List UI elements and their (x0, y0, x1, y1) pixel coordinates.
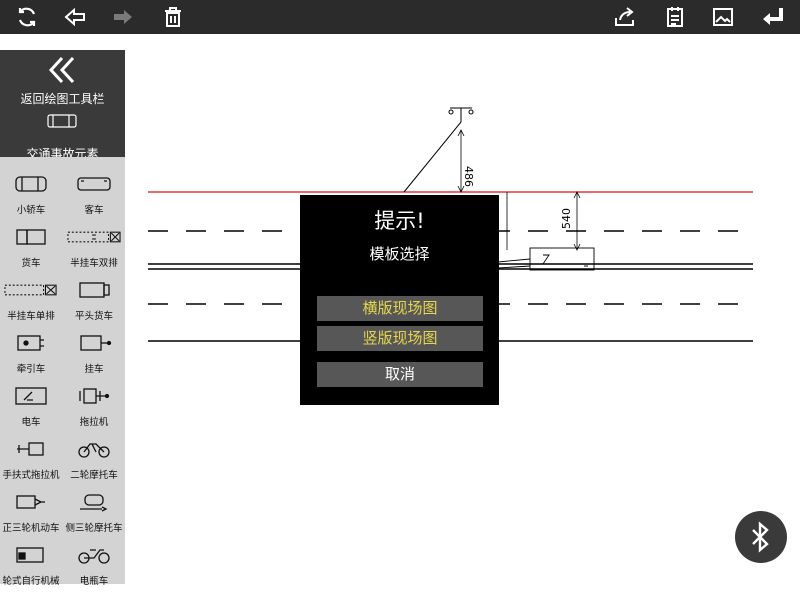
trash-icon (165, 7, 181, 27)
palette-label: 半挂车单排 (7, 311, 55, 322)
refresh-icon (18, 7, 36, 27)
e-bike-icon (78, 549, 110, 564)
palette-item-sidecar[interactable]: 侧三轮摩托车 (63, 485, 125, 537)
back-to-toolbar-label: 返回绘图工具栏 (20, 92, 105, 106)
palette-item-semi-double[interactable]: 半挂车双排 (63, 220, 125, 272)
top-toolbar (0, 0, 800, 34)
sidecar-motorcycle-icon (80, 494, 108, 512)
palette-label: 小轿车 (16, 205, 46, 216)
semi-trailer-double-icon (67, 231, 121, 243)
palette-item-bus[interactable]: 客车 (63, 167, 125, 219)
tractor-unit-icon (17, 335, 44, 351)
trailer-icon (80, 335, 112, 351)
dialog-title: 提示! (374, 209, 425, 233)
sedan-icon (15, 176, 47, 192)
dialog-subtitle: 模板选择 (369, 245, 430, 263)
vertical-template-button[interactable]: 竖版现场图 (317, 326, 483, 351)
vehicle-palette: 小轿车 客车 货车 半挂车双排 半挂车单排 平头货车 牵引车 挂车 电车 拖拉机… (0, 157, 125, 587)
palette-label: 牵引车 (16, 364, 46, 375)
farm-tractor-icon (79, 388, 110, 404)
palette-item-truck[interactable]: 货车 (0, 220, 62, 272)
return-icon (763, 8, 783, 25)
palette-item-e-bike[interactable]: 电瓶车 (63, 538, 125, 590)
double-chevron-left-icon (48, 56, 75, 84)
palette-label: 客车 (84, 205, 104, 216)
redo-button[interactable] (106, 0, 140, 34)
refresh-button[interactable] (10, 0, 44, 34)
palette-item-walking-tractor[interactable]: 手扶式拖拉机 (0, 432, 62, 484)
wheeled-machine-icon (16, 547, 44, 563)
palette-label: 正三轮机动车 (2, 523, 60, 534)
palette-label: 侧三轮摩托车 (65, 523, 123, 534)
palette-label: 电车 (21, 417, 41, 428)
palette-item-flat-truck[interactable]: 平头货车 (63, 273, 125, 325)
semi-trailer-single-icon (4, 284, 57, 296)
palette-item-tram[interactable]: 电车 (0, 379, 62, 431)
measurement-540: 540 (560, 208, 573, 229)
palette-item-semi-single[interactable]: 半挂车单排 (0, 273, 62, 325)
motorcycle-icon (78, 443, 110, 458)
palette-label: 半挂车双排 (70, 258, 118, 269)
dimension-540 (506, 191, 581, 251)
cancel-button[interactable]: 取消 (317, 362, 483, 387)
palette-item-motorcycle[interactable]: 二轮摩托车 (63, 432, 125, 484)
palette-item-farm-tractor[interactable]: 拖拉机 (63, 379, 125, 431)
palette-label: 手扶式拖拉机 (2, 470, 60, 481)
vehicle-on-road (497, 247, 595, 271)
palette-label: 电瓶车 (79, 576, 109, 587)
palette-item-tractor-unit[interactable]: 牵引车 (0, 326, 62, 378)
palette-label: 平头货车 (74, 311, 113, 322)
undo-icon (64, 7, 85, 27)
clipboard-icon (667, 7, 683, 27)
palette-item-trailer[interactable]: 挂车 (63, 326, 125, 378)
palette-label: 轮式自行机械 (2, 576, 60, 587)
horizontal-template-button[interactable]: 横版现场图 (317, 296, 483, 321)
template-select-dialog: 提示! 模板选择 横版现场图 竖版现场图 取消 (300, 195, 499, 405)
return-button[interactable] (756, 0, 790, 34)
palette-item-wheeled-machine[interactable]: 轮式自行机械 (0, 538, 62, 590)
share-button[interactable] (608, 0, 642, 34)
image-button[interactable] (706, 0, 740, 34)
bluetooth-button[interactable] (735, 511, 787, 563)
car-outline-icon (47, 114, 77, 128)
palette-label: 挂车 (84, 364, 104, 375)
tram-icon (15, 387, 47, 405)
walking-tractor-icon (17, 442, 44, 456)
palette-item-three-wheeler[interactable]: 正三轮机动车 (0, 485, 62, 537)
delete-button[interactable] (156, 0, 190, 34)
sidebar-header: 返回绘图工具栏 交通事故元素 (0, 50, 125, 161)
flat-head-truck-icon (79, 282, 110, 298)
image-icon (713, 8, 733, 26)
bluetooth-icon (752, 521, 769, 553)
measurement-486: 486 (462, 166, 475, 187)
redo-icon (114, 10, 132, 24)
collapse-sidebar-button[interactable] (45, 56, 79, 84)
pole-symbol (403, 107, 474, 193)
three-wheeler-icon (16, 495, 45, 509)
undo-button[interactable] (58, 0, 92, 34)
truck-icon (16, 229, 46, 245)
palette-label: 货车 (21, 258, 41, 269)
palette-label: 拖拉机 (79, 417, 109, 428)
palette-label: 二轮摩托车 (70, 470, 118, 481)
dimension-486 (457, 129, 465, 193)
notes-button[interactable] (658, 0, 692, 34)
share-icon (615, 7, 634, 26)
bus-icon (77, 177, 111, 191)
palette-item-sedan[interactable]: 小轿车 (0, 167, 62, 219)
